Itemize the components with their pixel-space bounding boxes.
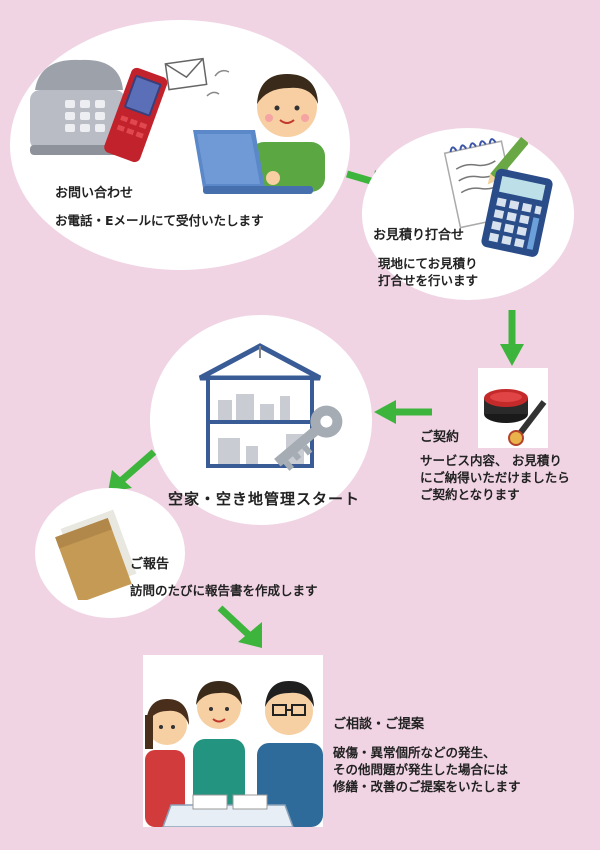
arrow-icon [374, 400, 432, 424]
contract-desc-line-1: サービス内容、 お見積り [420, 453, 562, 468]
consult-title: ご相談・ご提案 [333, 717, 425, 732]
report-title: ご報告 [130, 557, 170, 572]
arrow-icon [500, 310, 524, 366]
contract-desc-line-3: ご契約となります [420, 487, 520, 502]
contract-title: ご契約 [420, 430, 460, 445]
laptop-person-icon [193, 69, 325, 194]
estimate-desc-line-1: 現地にてお見積り [378, 256, 478, 271]
seal-stamp-icon [484, 389, 547, 446]
arrow-icon [108, 449, 157, 492]
estimate-title: お見積り打合せ [373, 228, 465, 243]
arrow-icon [217, 605, 262, 648]
report-desc: 訪問のたびに報告書を作成します [130, 583, 318, 598]
start-title: 空家・空き地管理スタート [168, 490, 361, 508]
key-icon [274, 405, 343, 471]
meeting-people-icon [145, 681, 323, 827]
contract-desc-line-2: にご納得いただけましたら [420, 470, 570, 485]
inquiry-title: お問い合わせ [55, 186, 134, 201]
estimate-desc-line-2: 打合せを行います [378, 273, 479, 288]
consult-desc-line-2: その他問題が発生した場合には [333, 762, 509, 777]
consult-desc-line-1: 破傷・異常個所などの発生、 [333, 745, 496, 760]
calculator-icon [481, 168, 553, 257]
consult-desc-line-3: 修繕・改善のご提案をいたします [333, 779, 521, 794]
mail-icon [164, 57, 208, 91]
phone-icon [30, 59, 168, 163]
inquiry-desc: お電話・Eメールにて受付いたします [55, 213, 264, 228]
envelope-icon [55, 509, 137, 600]
